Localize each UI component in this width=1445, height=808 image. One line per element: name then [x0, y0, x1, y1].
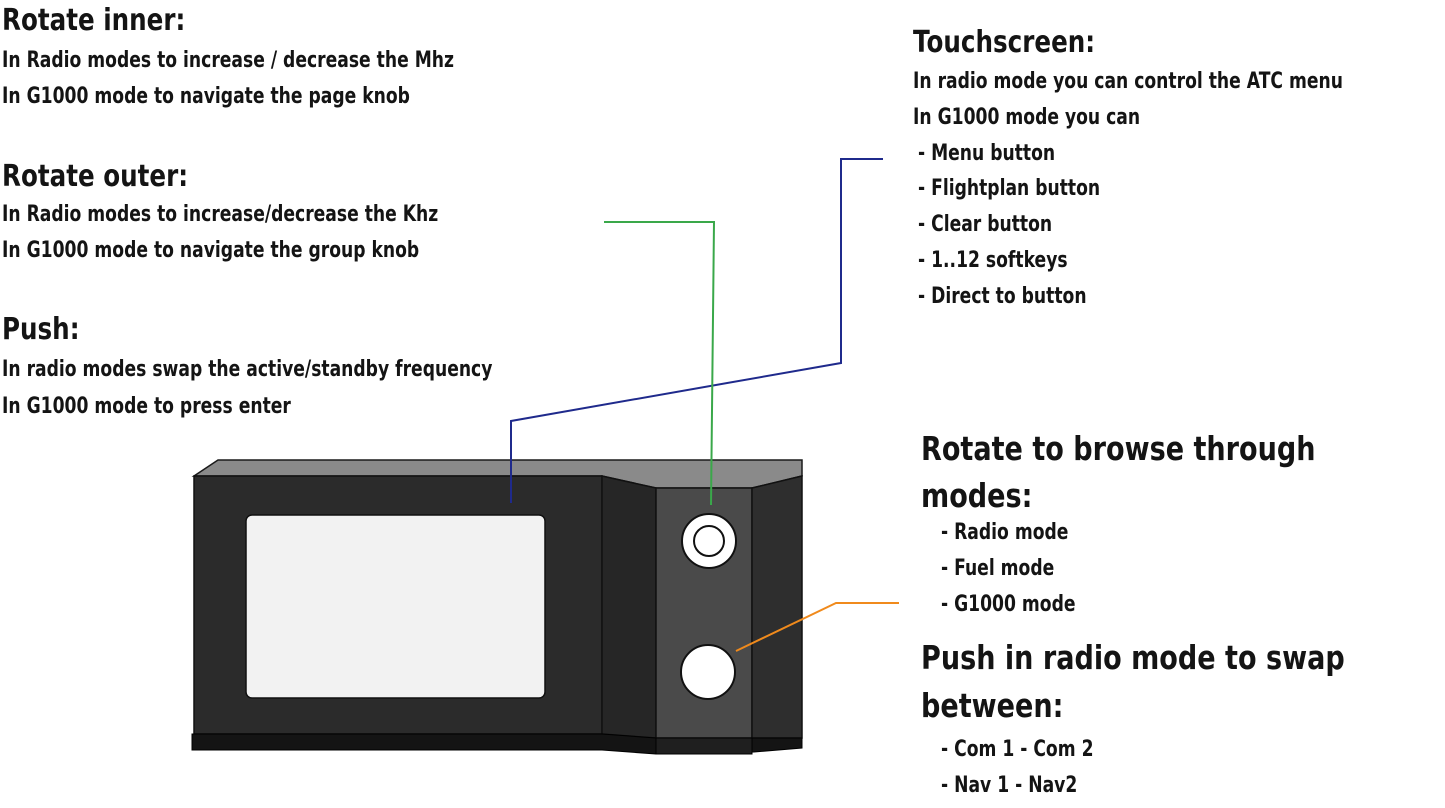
rotate-outer-title: Rotate outer: [2, 159, 189, 194]
rotate-inner-line-2: In G1000 mode to navigate the page knob [2, 84, 410, 109]
mode-item-fuel: - Fuel mode [941, 556, 1055, 581]
rotate-outer-line-2: In G1000 mode to navigate the group knob [2, 238, 420, 263]
device-base [191, 733, 803, 755]
touchscreen-leader-line [510, 158, 883, 503]
rotate-inner-line-1: In Radio modes to increase / decrease th… [2, 48, 454, 73]
rotate-modes-title-line-1: Rotate to browse through [921, 429, 1316, 468]
mode-item-g1000: - G1000 mode [941, 592, 1076, 617]
device-side-panel [601, 475, 657, 739]
push-line-2: In G1000 mode to press enter [2, 394, 291, 419]
top-encoder-knob[interactable] [681, 513, 737, 569]
swap-item-com: - Com 1 - Com 2 [941, 737, 1094, 762]
touchscreen[interactable] [245, 514, 546, 699]
bottom-encoder-knob[interactable] [680, 644, 736, 700]
knob-panel-base [655, 737, 753, 755]
mode-item-radio: - Radio mode [941, 520, 1069, 545]
rotate-outer-line-1: In Radio modes to increase/decrease the … [2, 202, 439, 227]
push-modes-title-line-2: between: [921, 686, 1064, 725]
touchscreen-line-1: In radio mode you can control the ATC me… [913, 69, 1343, 94]
swap-item-nav: - Nav 1 - Nav2 [941, 773, 1078, 798]
push-line-1: In radio modes swap the active/standby f… [2, 357, 493, 382]
rotate-inner-title: Rotate inner: [2, 3, 186, 38]
device-right-side [751, 475, 803, 739]
push-modes-title-line-1: Push in radio mode to swap [921, 638, 1345, 677]
touchscreen-item-flightplan: - Flightplan button [918, 176, 1101, 201]
touchscreen-item-clear: - Clear button [918, 212, 1053, 237]
push-title: Push: [2, 312, 80, 347]
touchscreen-line-2: In G1000 mode you can [913, 105, 1141, 130]
touchscreen-title: Touchscreen: [913, 25, 1096, 60]
touchscreen-item-softkeys: - 1..12 softkeys [918, 248, 1068, 273]
touchscreen-item-direct-to: - Direct to button [918, 284, 1087, 309]
rotate-modes-title-line-2: modes: [921, 476, 1033, 515]
touchscreen-item-menu: - Menu button [918, 141, 1056, 166]
top-encoder-leader-line [604, 221, 716, 506]
bottom-encoder-leader-line [735, 602, 899, 652]
